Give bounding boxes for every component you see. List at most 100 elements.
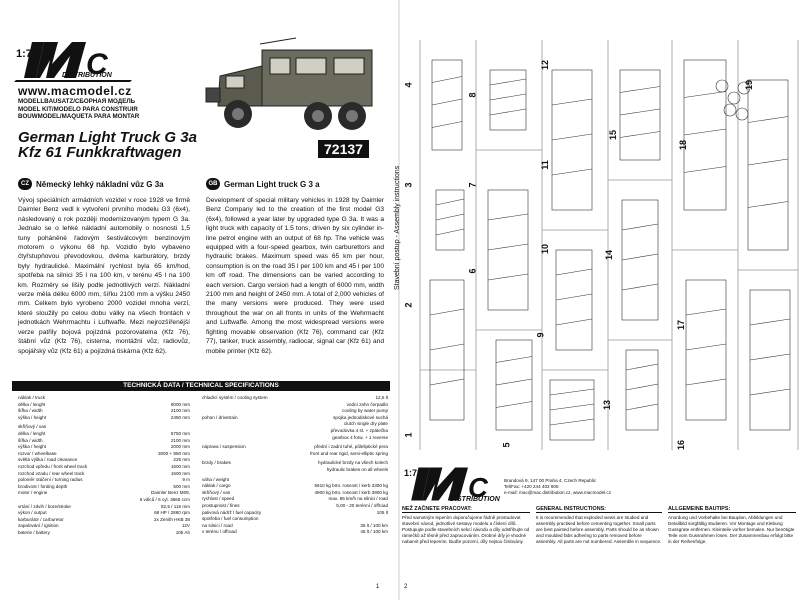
spec-label: chladicí systém / cooling system <box>202 395 268 400</box>
spec-value: 2x Zenith HKB 38 <box>153 516 190 522</box>
spec-value: hydraulické brzdy na všech kolech <box>318 460 388 466</box>
cz-instructions-text: Před samotným lepením doporučujeme řádně… <box>402 515 530 544</box>
spec-value: 2450 mm <box>170 414 190 420</box>
spec-row: váha / weight <box>202 477 388 484</box>
spec-value: 2000 mm <box>170 444 190 450</box>
assembly-title: Stavební postup - Assembly instructions <box>394 165 401 290</box>
spec-label: délka / lenght <box>18 430 46 436</box>
spec-row: cooling by water pump <box>202 408 388 415</box>
step-number: 10 <box>540 243 551 255</box>
step-number: 12 <box>540 59 551 71</box>
cz-instructions-heading: NEŽ ZAČNETE PRACOVAT: <box>402 506 530 513</box>
spec-row: prostupnost / fines 5,00 - 20 terénní / o… <box>202 503 388 510</box>
spec-label: karburátor / carburetor <box>18 516 64 522</box>
spec-value: 3000 + 950 mm <box>157 450 190 456</box>
step-number: 14 <box>604 249 615 261</box>
spec-row: karburátor / carburetor 2x Zenith HKB 38 <box>18 517 190 524</box>
spec-label: prostupnost / fines <box>202 502 240 508</box>
right-page: Stavební postup - Assembly instructions … <box>394 0 800 600</box>
spec-value: přední i zadní tuhé, půleliptické pera <box>314 444 388 450</box>
gb-flag-badge: GB <box>206 178 220 190</box>
spec-value: 82,5 / 115 mm <box>160 503 190 509</box>
spec-label: brzdy / brakes <box>202 460 231 466</box>
left-page: C 1:72 DISTRIBUTION www.macmodel.cz MODE… <box>0 0 398 600</box>
spec-value: max. 65 km/h na silnici / road <box>328 496 389 502</box>
spec-value: 12V <box>181 523 190 529</box>
truck-illustration <box>205 37 373 130</box>
cz-instructions: NEŽ ZAČNETE PRACOVAT: Před samotným lepe… <box>402 506 530 545</box>
spec-label: skříňový / van <box>202 489 231 495</box>
spec-label: výška / height <box>18 444 47 450</box>
spec-row: spotřeba / fuel consumption <box>202 516 388 523</box>
spec-label: rychlost / speed <box>202 496 235 502</box>
spec-row: rychlost / speed max. 65 km/h na silnici … <box>202 496 388 503</box>
spec-value: 1600 mm <box>170 470 190 476</box>
kit-line: MODEL KIT/MODELO PARA CONSTRUIR <box>18 105 138 113</box>
cz-heading-text: Německý lehký nákladní vůz G 3a <box>36 179 164 189</box>
spec-value: 1600 mm <box>170 463 190 469</box>
brand-sub: DISTRIBUTION <box>62 72 112 79</box>
spec-label: váha / weight <box>202 476 230 482</box>
kit-number: 72137 <box>318 140 369 158</box>
spec-value: 45 lt / 100 km <box>360 529 388 535</box>
cz-text: Vývoj speciálních armádních vozidel v ro… <box>18 197 190 355</box>
spec-label: pohon / drivetrain <box>202 414 238 420</box>
step-number: 1 <box>403 432 414 438</box>
spec-value: 105 lt <box>376 509 388 515</box>
mac-logo-footer: C <box>411 467 489 503</box>
spec-value: spojka jednodiskové suchá <box>333 414 388 420</box>
scale-label: 1:72 <box>16 48 39 60</box>
spec-row: náklak / truck <box>18 395 190 402</box>
spec-label: rozchod vpředu / front wheel track <box>18 463 88 469</box>
cz-flag-badge: CZ <box>18 178 32 190</box>
spec-value: 5,00 - 20 terénní / offroad <box>336 502 388 508</box>
spec-row: gearbox 4 forw. + 1 reverse <box>202 435 388 442</box>
cz-heading: CZ Německý lehký nákladní vůz G 3a <box>18 178 164 190</box>
spec-value: 6 válců / 6 cyl. 3665 ccm <box>139 496 190 502</box>
spec-label: rozvor / wheelbase <box>18 450 57 456</box>
page-number: 1 <box>376 584 380 590</box>
scale-label-footer: 1:72 <box>404 468 423 478</box>
step-number: 8 <box>467 92 478 98</box>
spec-value: 5610 kg brto. rosnost / kerb 3300 kg <box>314 483 388 489</box>
step-number: 7 <box>467 182 478 188</box>
de-instructions: ALLGEMEINE BAUTIPS: Anordung und Vorbeha… <box>668 506 796 545</box>
step-number: 6 <box>467 268 478 274</box>
spec-label: palivová nádrž / fuel capacity <box>202 509 261 515</box>
de-instructions-text: Anordung und Vorbehalte bei Bauplan, Abb… <box>668 515 795 544</box>
spec-value: front and rear rigid, semi-elliptic spri… <box>310 450 388 456</box>
gb-heading-text: German Light truck G 3 a <box>224 179 320 189</box>
spec-label: náklak / truck <box>18 395 46 400</box>
step-number: 3 <box>403 182 414 188</box>
spec-value: gearbox 4 forw. + 1 reverse <box>332 434 388 440</box>
gb-instructions-text: It is recommended that exploded views ar… <box>536 515 662 544</box>
address-line: Brandová 9, 147 00 Praha 4, Czech Republ… <box>504 478 597 483</box>
spec-row: 6 válců / 6 cyl. 3665 ccm <box>18 497 190 504</box>
spec-row: clutch single dry plate <box>202 421 388 428</box>
spec-row: vodní zahn čerpadlo <box>202 402 388 409</box>
step-number: 11 <box>539 160 550 170</box>
gb-heading: GB German Light truck G 3 a <box>206 178 320 190</box>
step-number: 2 <box>403 302 414 308</box>
address-block: Brandová 9, 147 00 Praha 4, Czech Republ… <box>504 478 611 496</box>
spec-row: front and rear rigid, semi-elliptic spri… <box>202 451 388 458</box>
spec-row: skříňový / van <box>18 424 190 431</box>
spec-value: 68 HP / 2860 rpm <box>154 510 190 516</box>
website-url[interactable]: www.macmodel.cz <box>18 84 132 98</box>
step-number: 5 <box>501 442 512 448</box>
